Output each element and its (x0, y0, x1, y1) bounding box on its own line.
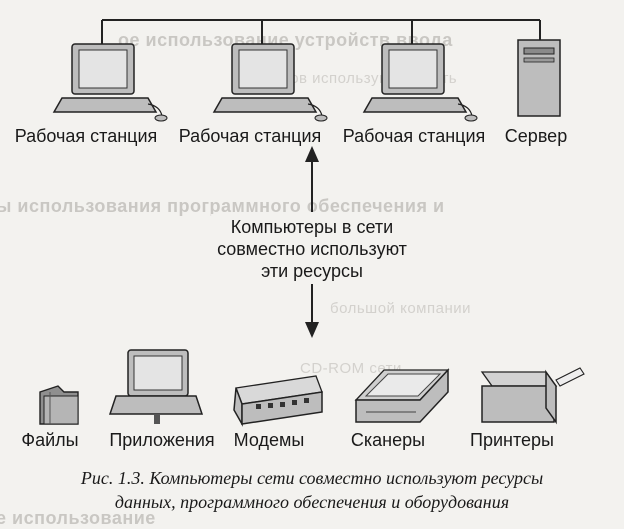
applications-label: Приложения (109, 430, 215, 450)
scanner-icon (354, 368, 450, 423)
workstation-icon (212, 43, 328, 122)
application-computer-icon (108, 349, 204, 424)
modems-label: Модемы (233, 430, 305, 450)
workstation-label: Рабочая станция (178, 126, 322, 146)
printer-icon (480, 367, 585, 425)
workstation-label: Рабочая станция (14, 126, 158, 146)
files-label: Файлы (21, 430, 79, 450)
scanners-label: Сканеры (350, 430, 426, 450)
workstation-icon (362, 43, 478, 122)
network-cable (101, 19, 541, 44)
folder-icon (39, 385, 79, 425)
caption-line-2: данных, программного обеспечения и обору… (114, 492, 510, 512)
bidirectional-arrow (305, 146, 319, 338)
note-line: совместно используют (217, 239, 407, 259)
figure-caption: Рис. 1.3. Компьютеры сети совместно испо… (0, 466, 624, 514)
note-line: Компьютеры в сети (230, 217, 394, 237)
modem-icon (233, 375, 323, 427)
workstation-label: Рабочая станция (342, 126, 486, 146)
shared-resources-note: Компьютеры в сети совместно используют э… (211, 214, 413, 284)
caption-line-1: Рис. 1.3. Компьютеры сети совместно испо… (80, 468, 544, 488)
server-icon (517, 39, 561, 117)
printers-label: Принтеры (470, 430, 554, 450)
note-line: эти ресурсы (261, 261, 363, 281)
server-label: Сервер (504, 126, 568, 146)
workstation-icon (52, 43, 168, 122)
